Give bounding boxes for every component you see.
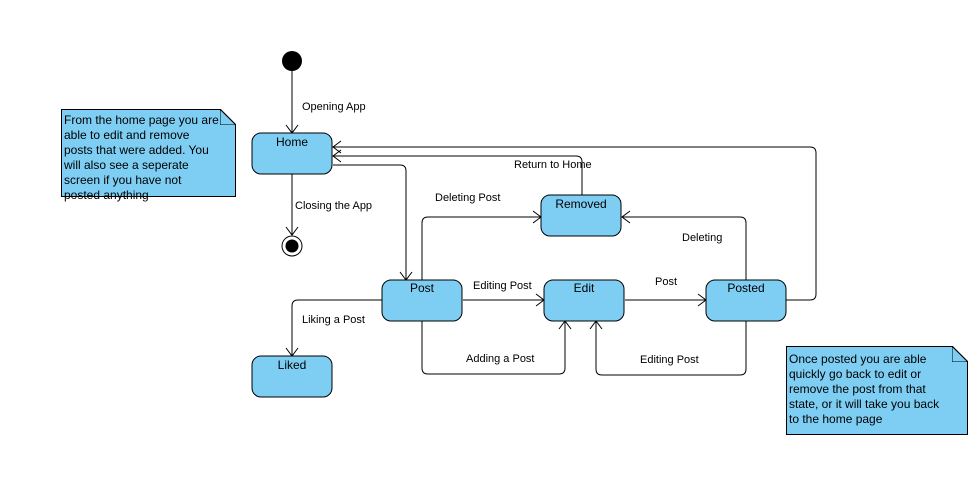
label-closing-app: Closing the App (295, 200, 372, 212)
state-home[interactable]: Home (251, 132, 333, 175)
edge-closing-app[interactable]: Closing the App (285, 174, 372, 236)
edge-posted-to-home[interactable] (332, 140, 817, 301)
state-removed[interactable]: Removed (540, 194, 622, 237)
state-posted[interactable]: Posted (705, 279, 787, 322)
initial-state[interactable] (282, 51, 302, 71)
note-fold-line (952, 346, 968, 362)
label-opening-app: Opening App (302, 101, 366, 113)
label-editing-post-1: Editing Post (473, 280, 532, 292)
note-posted-text: Once posted you are able quickly go back… (789, 352, 940, 426)
edge-deleting[interactable]: Deleting (621, 210, 747, 280)
edge-home-to-post[interactable] (333, 164, 413, 281)
edge-opening-app[interactable]: Opening App (285, 71, 366, 134)
label-editing-post-2: Editing Post (640, 354, 699, 366)
note-home-text: From the home page you are able to edit … (64, 113, 219, 202)
edge-adding-post[interactable]: Adding a Post (421, 320, 572, 375)
edge-edit-to-posted[interactable]: Post (625, 276, 707, 307)
state-removed-label: Removed (555, 197, 606, 211)
state-post-label: Post (410, 281, 435, 295)
state-edit-label: Edit (574, 281, 595, 295)
label-deleting-post: Deleting Post (435, 192, 500, 204)
note-fold-line (220, 109, 236, 125)
label-post-transition: Post (655, 276, 677, 288)
state-home-label: Home (276, 135, 308, 149)
note-home[interactable]: From the home page you are able to edit … (61, 109, 236, 202)
note-posted[interactable]: Once posted you are able quickly go back… (786, 346, 968, 435)
label-return-to-home: Return to Home (514, 159, 592, 171)
edge-post-to-edit[interactable]: Editing Post (463, 280, 545, 307)
label-liking-post: Liking a Post (302, 314, 365, 326)
state-posted-label: Posted (727, 281, 764, 295)
edge-return-to-home[interactable]: Return to Home (332, 149, 592, 195)
edge-deleting-post[interactable]: Deleting Post (421, 192, 542, 280)
label-deleting: Deleting (682, 232, 722, 244)
edge-posted-to-edit[interactable]: Editing Post (589, 320, 747, 376)
state-edit[interactable]: Edit (543, 279, 625, 322)
state-liked[interactable]: Liked (251, 355, 333, 398)
state-post[interactable]: Post (381, 279, 463, 322)
final-state[interactable] (281, 235, 303, 257)
label-adding-post: Adding a Post (466, 353, 535, 365)
edge-liking-post[interactable]: Liking a Post (285, 299, 382, 357)
state-liked-label: Liked (278, 358, 307, 372)
